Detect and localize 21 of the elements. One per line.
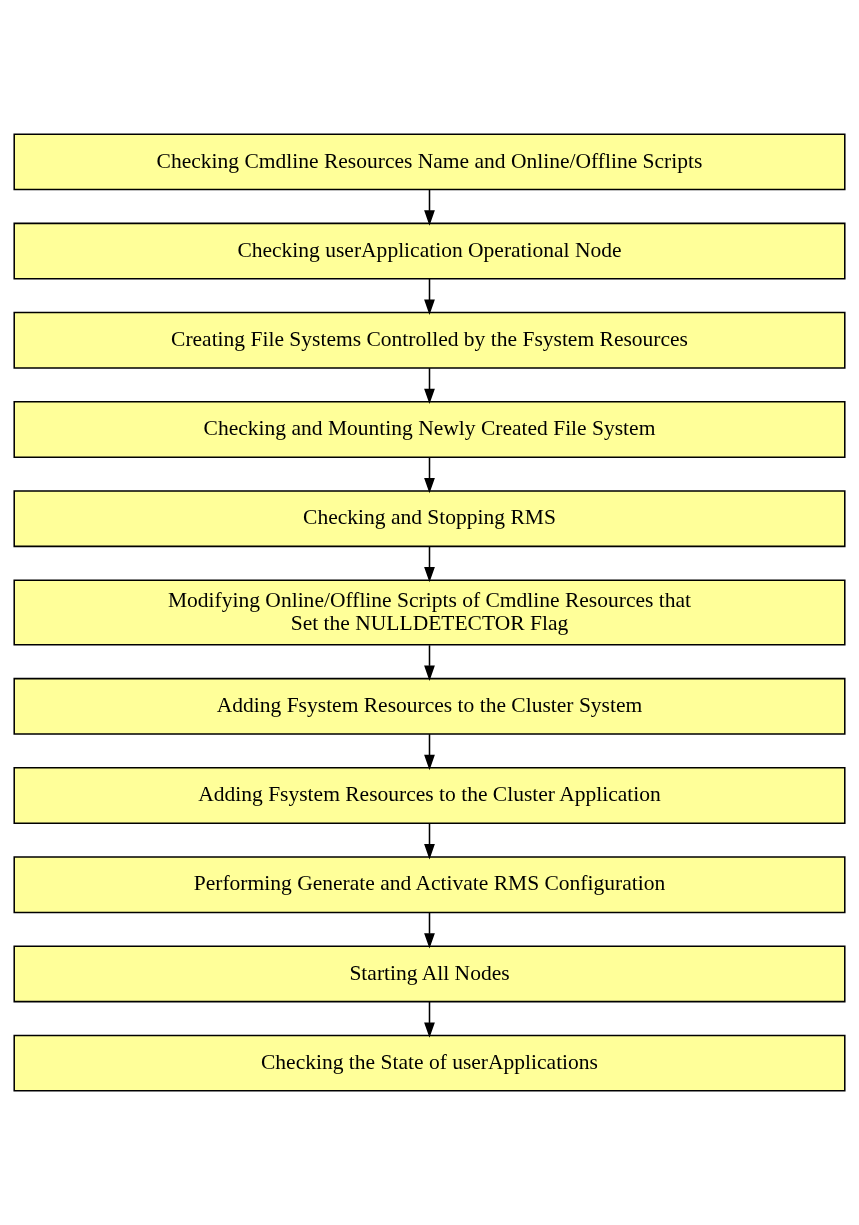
arrow [424, 278, 435, 315]
node-box: Creating File Systems Controlled by the Fsystem Resources [13, 311, 846, 369]
arrow [424, 545, 435, 583]
arrow [424, 1001, 435, 1038]
node-box: Adding Fsystem Resources to the Cluster System [13, 677, 846, 735]
arrow [424, 367, 435, 405]
node-box: Checking and Stopping RMS [13, 490, 846, 548]
arrow [424, 911, 435, 949]
node-box: Adding Fsystem Resources to the Cluster Application [13, 767, 846, 824]
node-box: Starting All Nodes [13, 945, 846, 1003]
node-box: Checking the State of userApplications [13, 1034, 846, 1092]
node-box: Performing Generate and Activate RMS Configuration [13, 856, 846, 914]
arrow [424, 456, 435, 494]
node-box: Checking userApplication Operational Node [13, 222, 846, 280]
arrow [424, 644, 435, 681]
arrow [424, 188, 435, 226]
node-box: Modifying Online/Offline Scripts of Cmdline Resources that Set the NULLDETECTOR Flag [13, 579, 846, 646]
node-box: Checking Cmdline Resources Name and Online/Offline Scripts [13, 133, 846, 191]
arrow [424, 733, 435, 771]
arrow [424, 822, 435, 860]
node-box: Checking and Mounting Newly Created File System [13, 401, 846, 458]
